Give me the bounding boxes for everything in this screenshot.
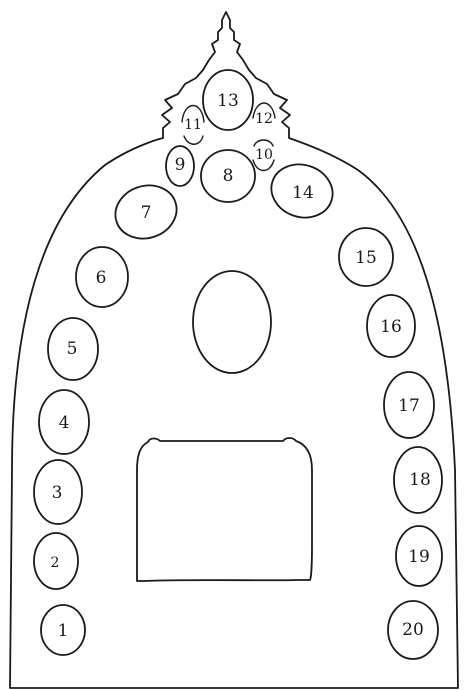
niche-label-16: 16 [380,317,402,337]
niche-label-2: 2 [51,555,60,571]
niche-label-4: 4 [59,413,70,433]
niche-label-9: 9 [175,155,186,175]
niche-label-10: 10 [255,147,273,163]
niche-label-7: 7 [141,203,152,223]
niche-label-3: 3 [52,483,63,503]
arc-left-11-bottom [184,136,203,144]
niche-label-8: 8 [223,166,234,186]
niche-label-18: 18 [409,470,431,490]
lower-rectangular-opening [137,438,312,581]
niche-label-11: 11 [184,117,202,133]
arc-right-10-top [254,140,273,146]
niche-label-20: 20 [402,620,424,640]
niche-label-13: 13 [217,91,239,111]
niche-label-14: 14 [292,183,314,203]
niche-label-6: 6 [96,268,107,288]
niche-label-5: 5 [67,339,78,359]
niche-label-19: 19 [408,547,430,567]
niche-label-15: 15 [355,248,377,268]
niche-label-12: 12 [255,111,273,127]
niche-label-1: 1 [58,621,69,641]
central-oval-opening [193,271,271,373]
niche-label-17: 17 [398,396,420,416]
